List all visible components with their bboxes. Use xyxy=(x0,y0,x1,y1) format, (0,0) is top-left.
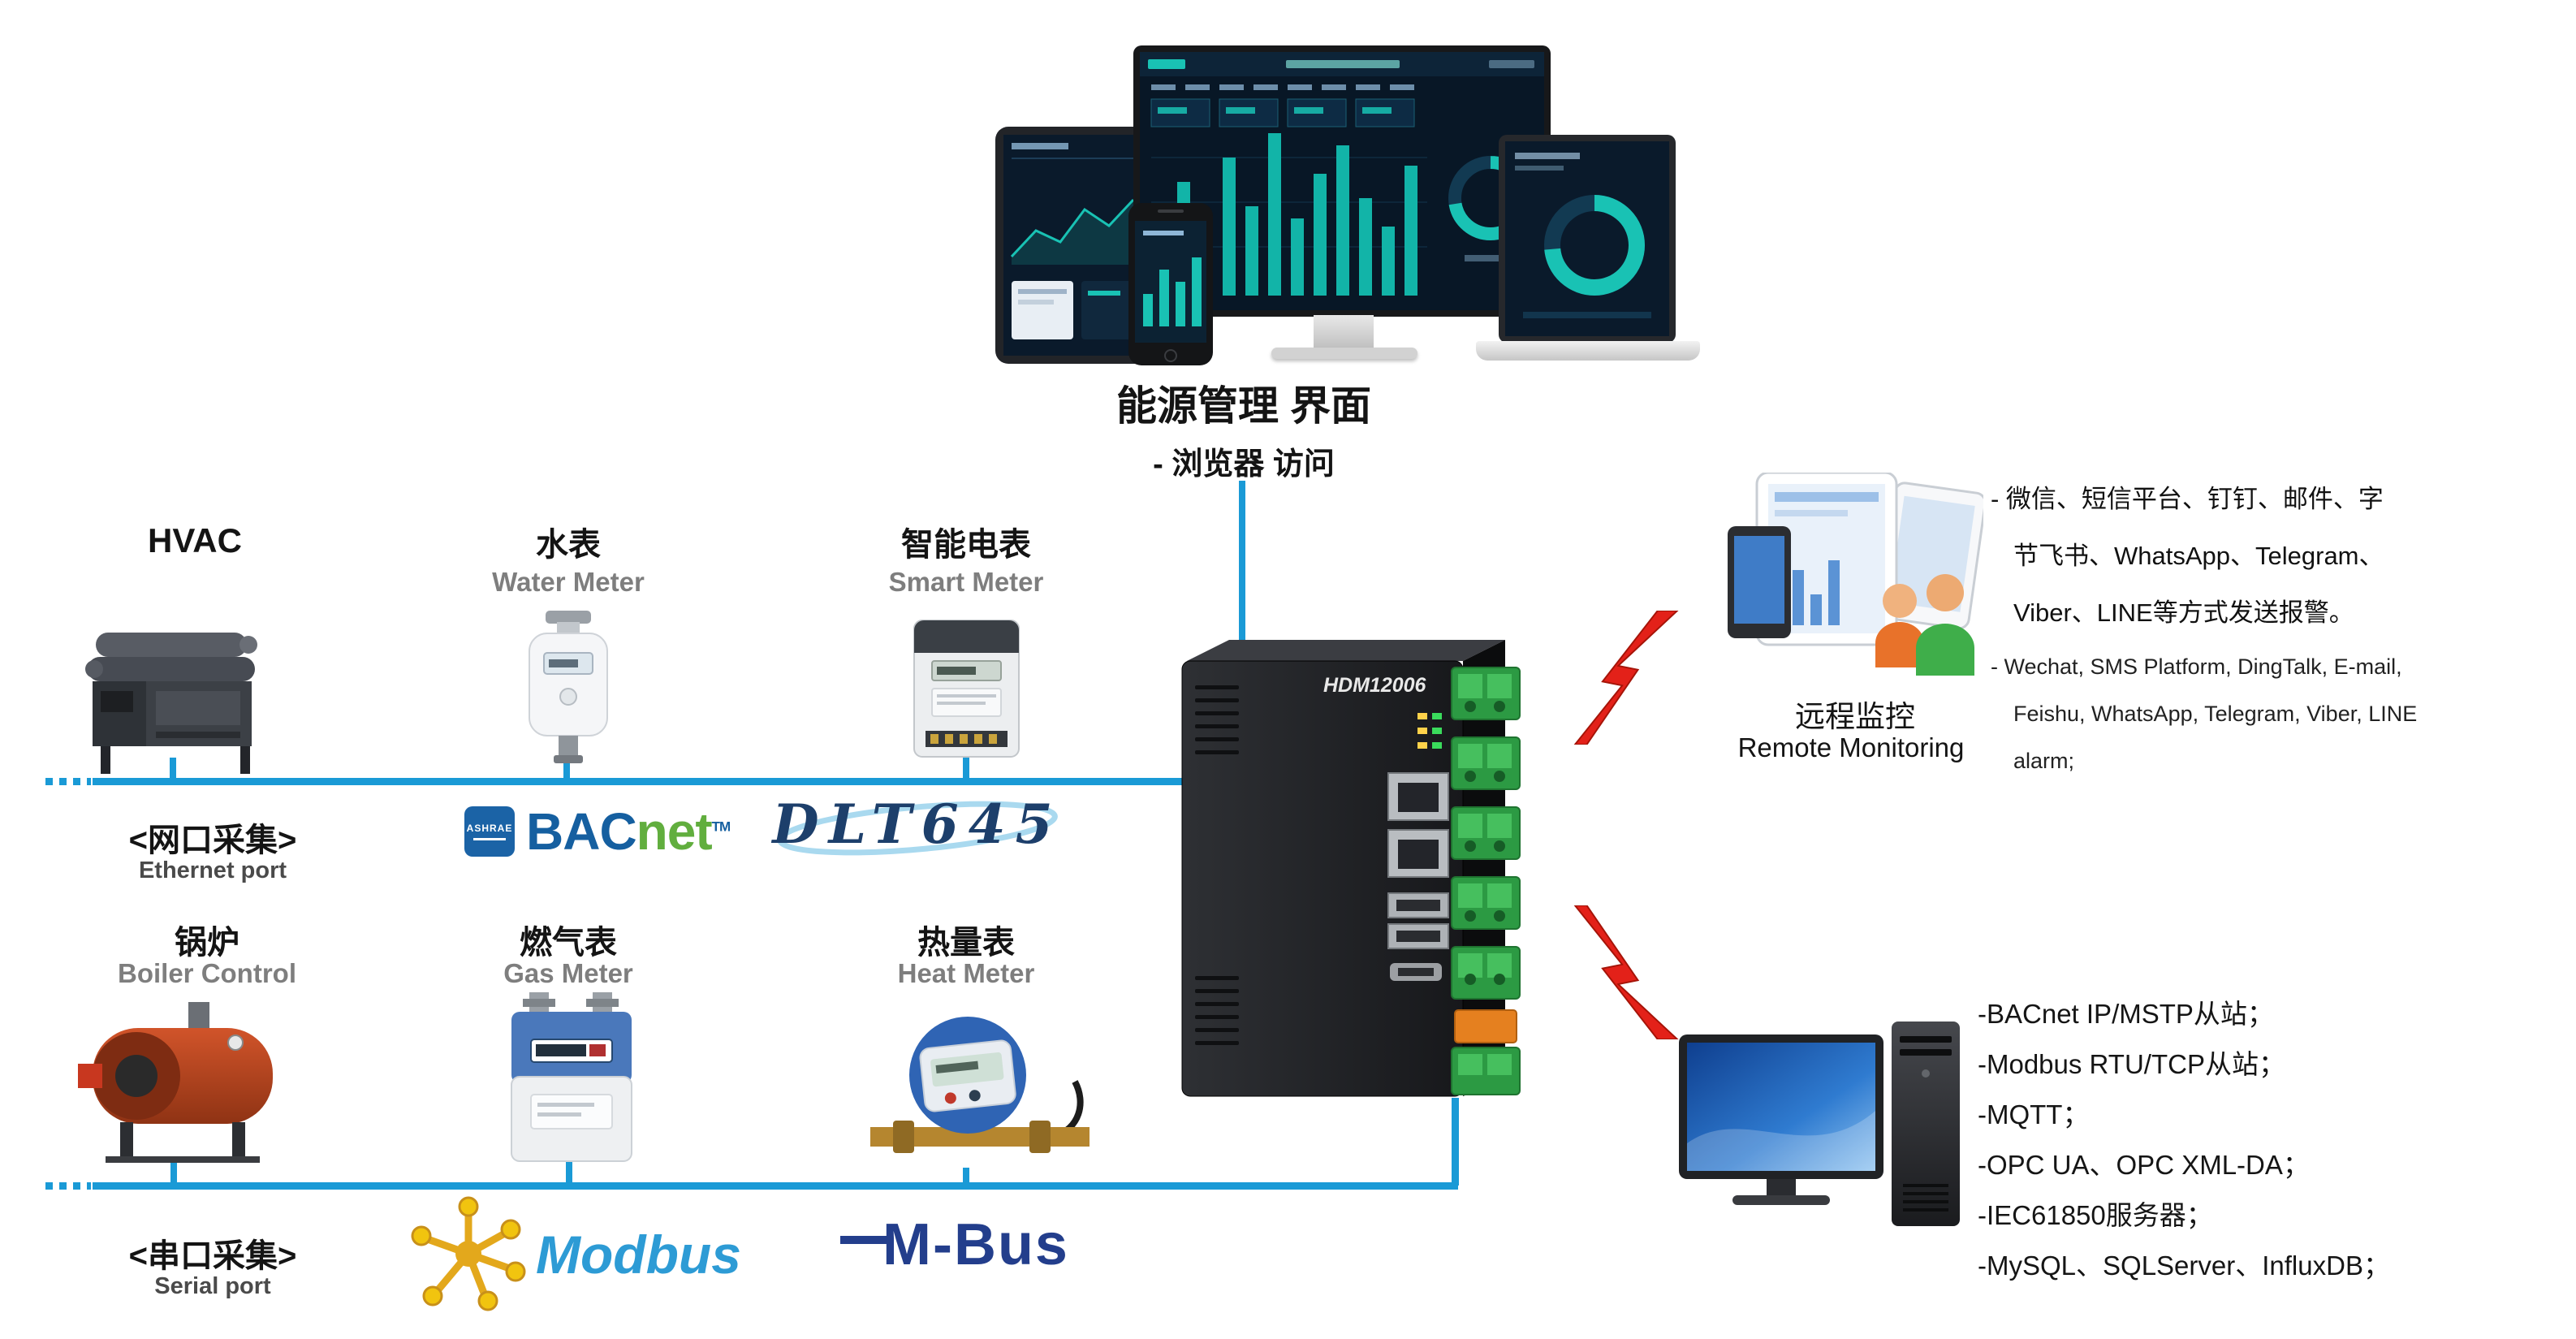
water-meter-sublabel: Water Meter xyxy=(492,567,645,597)
modbus-network-icon xyxy=(411,1196,526,1311)
mbus-wordmark: M-Bus xyxy=(882,1212,1069,1277)
bacnet-wordmark: BACnetTM xyxy=(526,806,731,857)
boiler-label: 锅炉 xyxy=(175,925,239,961)
gas-meter-connector-line xyxy=(566,1161,572,1186)
remote-monitoring-title-cn: 远程监控 xyxy=(1795,700,1915,733)
tablet-dashboard-screen xyxy=(1003,135,1150,356)
alert-line-cn: - 微信、短信平台、钉钉、邮件、字 xyxy=(1991,485,2384,513)
alert-line-cn: Viber、LINE等方式发送报警。 xyxy=(2013,598,2354,627)
heat-meter-connector-line xyxy=(963,1168,969,1186)
server-protocol-item: -BACnet IP/MSTP从站； xyxy=(1978,999,2274,1029)
dlt645-wordmark: DLT645 xyxy=(772,793,1063,856)
diagram-title: 能源管理 界面 xyxy=(1116,383,1371,429)
alert-line-en: alarm; xyxy=(2013,749,2075,773)
heat-meter-image xyxy=(870,1007,1090,1177)
gateway-ethernet-ports xyxy=(1387,772,1449,878)
monitor-stand xyxy=(1314,315,1374,351)
bacnet-wordmark-bac: BAC xyxy=(526,802,637,861)
boiler-connector-line xyxy=(170,1158,177,1186)
dlt645-logo: DLT645 xyxy=(771,786,1064,867)
smartphone-device-image xyxy=(1128,203,1213,365)
smart-meter-sublabel: Smart Meter xyxy=(888,567,1044,597)
ethernet-port-label: <网口采集> xyxy=(128,823,297,858)
hvac-label: HVAC xyxy=(148,521,242,559)
wireless-link-bolt-top-icon xyxy=(1565,610,1687,745)
mbus-logo: M-Bus xyxy=(840,1212,1108,1301)
mbus-logo-line xyxy=(840,1236,887,1244)
bacnet-wordmark-net: net xyxy=(636,802,713,861)
alert-methods-en-block: - Wechat, SMS Platform, DingTalk, E-mail… xyxy=(1991,643,2417,784)
server-protocol-item: -MQTT； xyxy=(1978,1099,2090,1130)
alert-line-en: Feishu, WhatsApp, Telegram, Viber, LINE xyxy=(2013,702,2418,726)
ethernet-bus-dotted-tail xyxy=(45,778,91,785)
ashrae-badge-icon: ASHRAE xyxy=(464,806,515,857)
modbus-wordmark: Modbus xyxy=(536,1224,741,1285)
server-protocol-item: -OPC UA、OPC XML-DA； xyxy=(1978,1150,2310,1180)
smart-meter-connector-line xyxy=(963,754,969,781)
gas-meter-label: 燃气表 xyxy=(520,925,617,961)
gateway-uplink-line xyxy=(1239,481,1245,643)
southbound-protocols-block: -BACnet IP/MSTP从站； -Modbus RTU/TCP从站； -M… xyxy=(1978,989,2390,1291)
ashrae-badge-text: ASHRAE xyxy=(466,823,513,834)
heat-meter-sublabel: Heat Meter xyxy=(897,958,1035,988)
alert-line-cn: 节飞书、WhatsApp、Telegram、 xyxy=(2013,542,2384,570)
gateway-device-image: HDM12006 xyxy=(1177,635,1538,1102)
monitor-base xyxy=(1271,348,1417,359)
gateway-power-terminal xyxy=(1454,1009,1517,1043)
phone-speaker xyxy=(1158,209,1184,213)
scada-computer-image xyxy=(1679,1022,1961,1231)
hvac-chiller-image xyxy=(81,621,272,780)
server-protocol-item: -Modbus RTU/TCP从站； xyxy=(1978,1049,2285,1079)
gas-meter-sublabel: Gas Meter xyxy=(503,958,633,988)
laptop-device-image xyxy=(1499,135,1676,343)
gateway-usb-ports xyxy=(1387,892,1449,949)
ethernet-port-sublabel: Ethernet port xyxy=(138,857,287,883)
laptop-dashboard-screen xyxy=(1505,141,1669,336)
modbus-logo: Modbus xyxy=(410,1195,792,1313)
heat-meter-label: 热量表 xyxy=(917,925,1015,961)
serial-bus-line xyxy=(93,1182,1458,1190)
ethernet-bus-line xyxy=(93,778,1193,785)
diagram-subtitle: - 浏览器 访问 xyxy=(1153,447,1335,482)
boiler-image xyxy=(73,1000,284,1167)
remote-monitoring-title-en: Remote Monitoring xyxy=(1737,732,1965,762)
phone-home-button xyxy=(1164,349,1177,362)
hvac-connector-line xyxy=(170,758,176,782)
serial-bus-dotted-tail xyxy=(45,1182,91,1190)
serial-port-sublabel: Serial port xyxy=(154,1273,271,1299)
ashrae-badge-line xyxy=(473,838,506,840)
serial-port-label: <串口采集> xyxy=(128,1238,297,1274)
smart-meter-label: 智能电表 xyxy=(901,527,1031,563)
laptop-base xyxy=(1476,341,1700,361)
server-protocol-item: -MySQL、SQLServer、InfluxDB； xyxy=(1978,1250,2390,1281)
server-protocol-item: -IEC61850服务器； xyxy=(1978,1200,2213,1230)
gas-meter-image xyxy=(502,992,641,1169)
bacnet-logo: ASHRAE BACnetTM xyxy=(464,794,732,869)
smart-meter-image xyxy=(908,619,1025,769)
bacnet-trademark: TM xyxy=(711,819,731,835)
water-meter-label: 水表 xyxy=(536,527,601,563)
alert-line-en: - Wechat, SMS Platform, DingTalk, E-mail… xyxy=(1991,654,2402,679)
water-meter-image xyxy=(518,611,619,769)
remote-monitoring-devices-image xyxy=(1728,471,1987,688)
phone-dashboard-screen xyxy=(1135,221,1206,343)
boiler-sublabel: Boiler Control xyxy=(118,958,296,988)
serial-bus-riser-line xyxy=(1452,1098,1459,1186)
alert-methods-cn-block: - 微信、短信平台、钉钉、邮件、字 节飞书、WhatsApp、Telegram、… xyxy=(1991,471,2384,641)
gateway-model-label: HDM12006 xyxy=(1323,674,1427,697)
wireless-link-bolt-bottom-icon xyxy=(1565,905,1687,1040)
gateway-terminal-blocks xyxy=(1451,667,1521,1095)
dlt645-swoosh xyxy=(777,801,1058,856)
